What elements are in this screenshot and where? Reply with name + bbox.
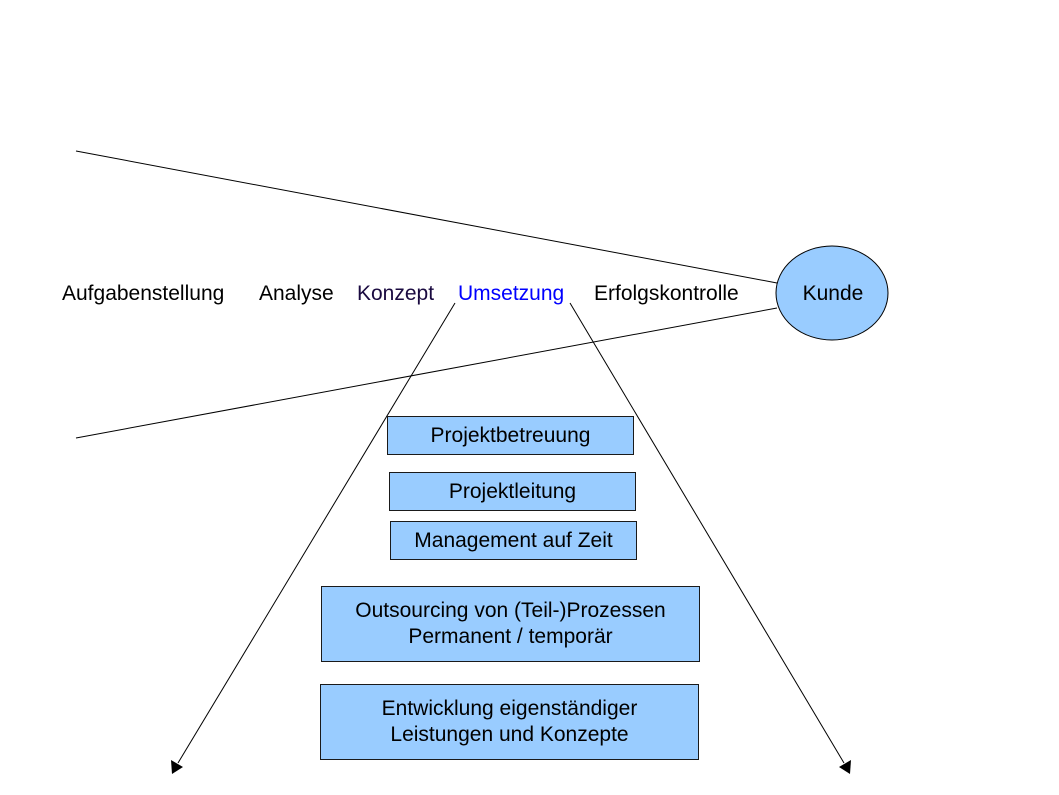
box-label: Projektleitung (448, 479, 577, 503)
box-projektbetreuung: Projektbetreuung (387, 416, 634, 455)
box-label-line2: Leistungen und Konzepte (390, 723, 629, 746)
box-outsourcing: Outsourcing von (Teil-)Prozessen Permane… (321, 586, 700, 662)
right-arrowhead-icon (839, 760, 851, 774)
box-entwicklung: Entwicklung eigenständiger Leistungen un… (320, 684, 699, 760)
left-arrowhead-icon (171, 760, 183, 774)
box-label: Management auf Zeit (414, 528, 613, 552)
phase-analyse: Analyse (259, 282, 334, 305)
phase-aufgabenstellung: Aufgabenstellung (62, 282, 225, 305)
box-label-line2: Permanent / temporär (408, 625, 613, 648)
left-arrow-line (177, 302, 456, 764)
customer-label: Kunde (802, 282, 864, 305)
box-label-line1: Outsourcing von (Teil-)Prozessen (355, 599, 666, 622)
upper-funnel-line (75, 150, 778, 284)
right-arrow-line (569, 302, 845, 764)
customer-ellipse (775, 245, 889, 341)
phase-erfolgskontrolle: Erfolgskontrolle (594, 282, 739, 305)
phase-umsetzung: Umsetzung (458, 282, 565, 305)
box-management-auf-zeit: Management auf Zeit (390, 521, 637, 560)
box-label: Projektbetreuung (430, 423, 591, 447)
box-label-line1: Entwicklung eigenständiger (381, 697, 638, 720)
lower-funnel-line (75, 307, 778, 439)
box-projektleitung: Projektleitung (389, 472, 636, 511)
phase-konzept: Konzept (357, 282, 435, 305)
